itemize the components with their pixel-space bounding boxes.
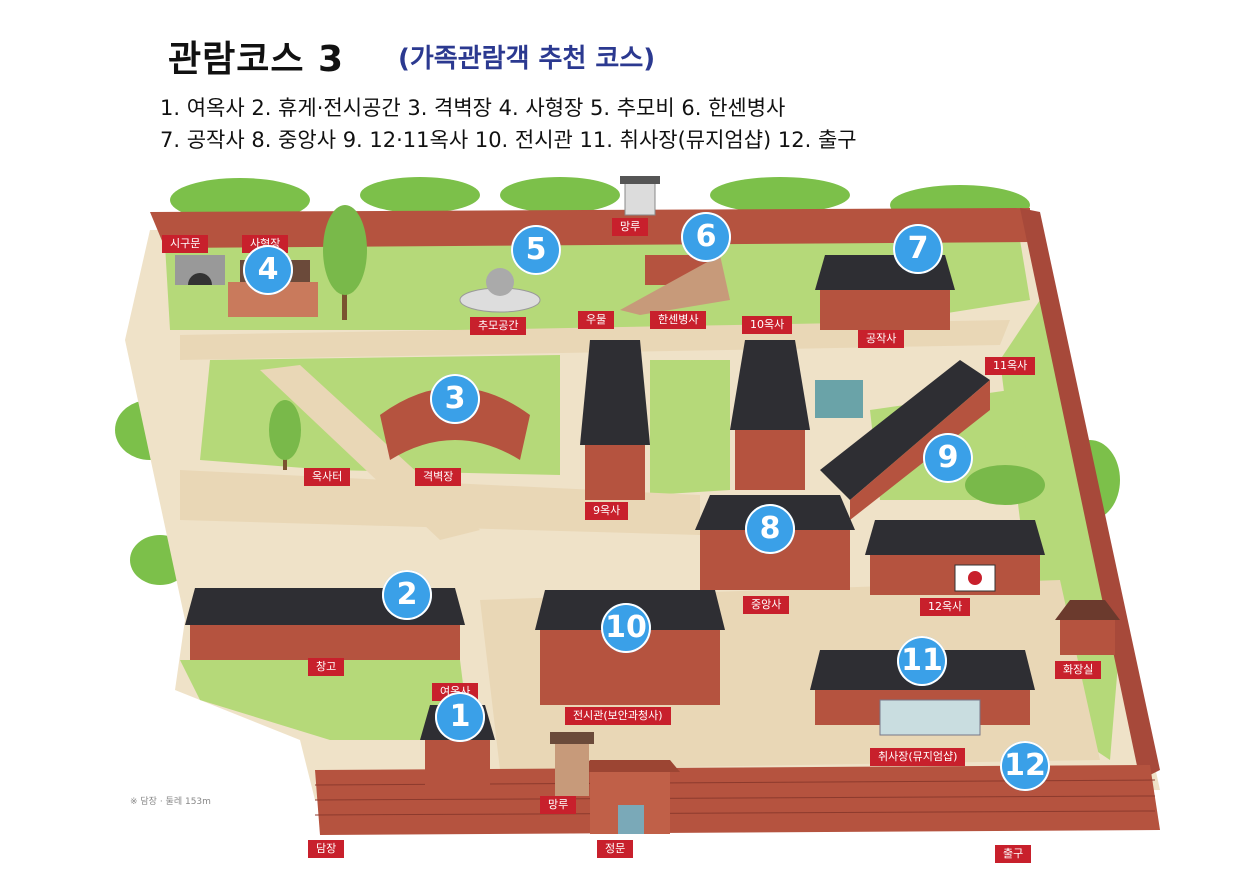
label-mangru-bottom: 망루 (540, 796, 577, 814)
label-jeongmun: 정문 (597, 840, 634, 858)
course-legend-line-2: 7. 공작사 8. 중앙사 9. 12·11옥사 10. 전시관 11. 취사장… (160, 128, 857, 152)
course-marker-6[interactable]: 6 (681, 212, 731, 262)
course-marker-4[interactable]: 4 (243, 245, 293, 295)
label-hansen: 한센병사 (650, 311, 707, 329)
label-11oksa: 11옥사 (985, 357, 1036, 375)
building-10oksa (730, 340, 810, 490)
outer-wall (150, 208, 1160, 835)
page-title: 관람코스 3 (168, 39, 345, 80)
label-hwajangsil: 화장실 (1055, 661, 1102, 679)
scale-note: ※ 담장 · 둘레 153m (130, 797, 211, 807)
building-11oksa (820, 360, 990, 520)
label-gongjaksa: 공작사 (858, 330, 905, 348)
page-subtitle: (가족관람객 추천 코스) (398, 44, 656, 74)
course-marker-10[interactable]: 10 (601, 603, 651, 653)
watchtower-top (620, 176, 660, 216)
label-damjang: 담장 (308, 840, 345, 858)
course-marker-12[interactable]: 12 (1000, 741, 1050, 791)
course-marker-9[interactable]: 9 (923, 433, 973, 483)
label-umul: 우물 (578, 311, 615, 329)
building-12oksa (865, 520, 1045, 595)
label-chulgu: 출구 (995, 845, 1032, 863)
course-marker-1[interactable]: 1 (435, 692, 485, 742)
poplar-tree (323, 205, 367, 320)
label-chumo: 추모공간 (470, 317, 527, 335)
label-gyeokbyeokjang: 격벽장 (415, 468, 462, 486)
label-chwisajang: 취사장(뮤지엄샵) (870, 748, 966, 766)
tree-right (965, 465, 1045, 505)
course-marker-7[interactable]: 7 (893, 224, 943, 274)
course-marker-2[interactable]: 2 (382, 570, 432, 620)
course-marker-5[interactable]: 5 (511, 225, 561, 275)
label-mangru-top: 망루 (612, 218, 649, 236)
label-oksateo: 옥사터 (304, 468, 351, 486)
watchtower-bottom (550, 732, 594, 796)
building-9oksa (580, 340, 650, 500)
building-hwajangsil (1055, 600, 1120, 655)
label-jungangsa: 중앙사 (743, 596, 790, 614)
pond (815, 380, 863, 418)
main-gate (580, 760, 680, 834)
memorial (459, 268, 541, 313)
label-jeonsigwan: 전시관(보안과청사) (565, 707, 671, 725)
label-12oksa: 12옥사 (920, 598, 971, 616)
course-marker-11[interactable]: 11 (897, 636, 947, 686)
course-marker-3[interactable]: 3 (430, 374, 480, 424)
sigumun-tunnel (175, 255, 225, 285)
building-chwisajang (810, 650, 1035, 736)
course-marker-8[interactable]: 8 (745, 504, 795, 554)
label-sigumun: 시구문 (162, 235, 209, 253)
label-10oksa: 10옥사 (742, 316, 793, 334)
small-tree (269, 400, 301, 470)
course-legend-line-1: 1. 여옥사 2. 휴게·전시공간 3. 격벽장 4. 사형장 5. 추모비 6… (160, 96, 786, 120)
label-9oksa: 9옥사 (585, 502, 629, 520)
label-changgo: 창고 (308, 658, 345, 676)
